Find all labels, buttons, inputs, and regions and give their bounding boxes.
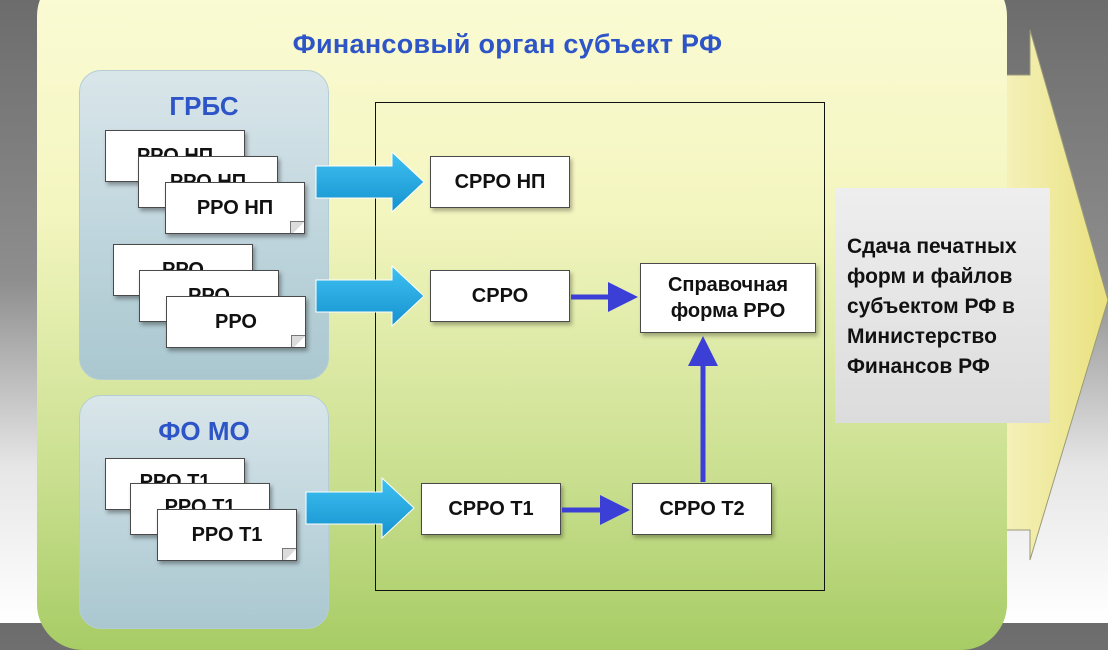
consolidation-frame bbox=[375, 102, 825, 591]
input-arrow-rro bbox=[315, 264, 425, 328]
input-arrow-t1 bbox=[305, 476, 415, 540]
srro-t1-box: СРРО Т1 bbox=[421, 483, 561, 535]
srro-np-box: СРРО НП bbox=[430, 156, 570, 208]
page-title: Финансовый орган субъект РФ bbox=[292, 29, 723, 59]
grbs-title: ГРБС bbox=[169, 91, 239, 121]
input-arrow-np bbox=[315, 150, 425, 214]
reference-form-box: Справочная форма РРО bbox=[640, 263, 816, 333]
result-box bbox=[835, 188, 1050, 423]
result-text: Сдача печатных форм и файлов субъектом Р… bbox=[847, 235, 1017, 378]
srro-t2-box: СРРО Т2 bbox=[632, 483, 772, 535]
rro-np-doc-3: РРО НП bbox=[165, 182, 305, 234]
flow-arrows bbox=[305, 150, 718, 540]
rro-t1-doc-3: РРО Т1 bbox=[157, 509, 297, 561]
fomo-title: ФО МО bbox=[158, 416, 250, 446]
srro-box: СРРО bbox=[430, 270, 570, 322]
rro-doc-3: РРО bbox=[166, 296, 306, 348]
